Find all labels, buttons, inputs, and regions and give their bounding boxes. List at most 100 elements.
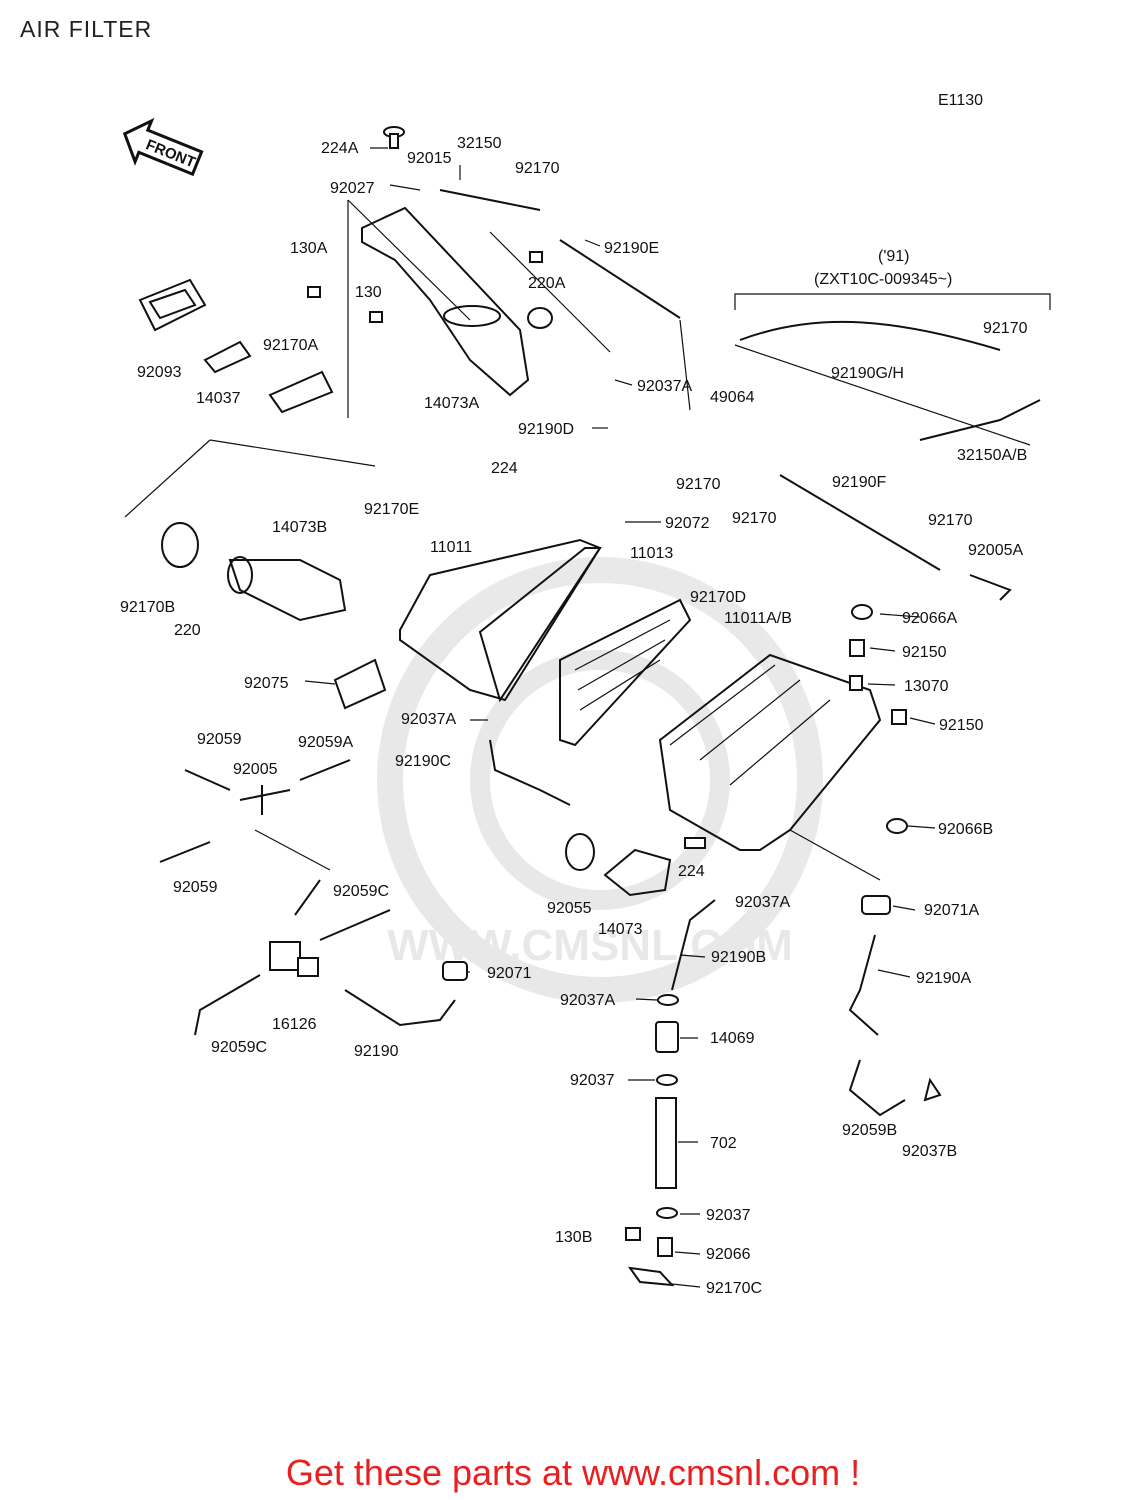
part-label: 92037 — [706, 1207, 751, 1224]
bolt-224A — [383, 126, 405, 149]
bolt-224-b — [684, 837, 706, 849]
hose-92059C-upper — [319, 909, 391, 941]
part-label: 92170 — [732, 510, 777, 527]
part-label: 92170 — [676, 476, 721, 493]
part-label: 92037 — [570, 1072, 615, 1089]
cap-92066B — [886, 818, 908, 834]
fitting-92150-b — [891, 709, 907, 725]
part-label: 92190F — [832, 474, 886, 491]
fitting-13070 — [849, 675, 863, 691]
part-label: 92170 — [928, 512, 973, 529]
part-label: 14069 — [710, 1030, 755, 1047]
cap-92066A — [851, 604, 873, 620]
variant-range: (ZXT10C-009345~) — [814, 271, 952, 288]
promo-footer-link[interactable]: Get these parts at www.cmsnl.com ! — [285, 1452, 861, 1493]
part-label: 92059A — [298, 734, 353, 751]
part-label: 92037A — [637, 378, 692, 395]
elbow-14073 — [603, 848, 672, 897]
bolt-130A — [307, 286, 321, 298]
part-label: 224 — [678, 863, 705, 880]
part-label: 92071 — [487, 965, 532, 982]
seal-92075 — [333, 658, 387, 710]
part-label: 92059 — [173, 879, 218, 896]
clamp-92037A-lower — [657, 994, 679, 1006]
part-label: 92059 — [197, 731, 242, 748]
valve-16126 — [269, 941, 319, 977]
part-label: 92190G/H — [831, 365, 904, 382]
hose-92059 — [184, 769, 231, 791]
fitting-92150-a — [849, 639, 865, 657]
filter-14069 — [655, 1021, 679, 1053]
joint-92005 — [239, 785, 291, 815]
page-title: AIR FILTER — [20, 16, 153, 42]
watermark-logo: WWW.CMSNL.COM — [377, 557, 823, 1003]
hose-92190B — [671, 899, 716, 991]
part-label: 92055 — [547, 900, 592, 917]
part-label: 92037A — [401, 711, 456, 728]
part-label: 92059C — [211, 1039, 267, 1056]
part-label: 92066B — [938, 821, 993, 838]
clamp-92037-b — [656, 1207, 678, 1219]
air-box-cover-11011 — [399, 538, 602, 703]
part-label: 11013 — [630, 545, 673, 562]
part-label: 32150A/B — [957, 447, 1027, 464]
part-label: 220 — [174, 622, 201, 639]
part-label: 92066A — [902, 610, 957, 627]
part-label: 11011 — [430, 539, 472, 556]
part-label: 13070 — [904, 678, 949, 695]
part-label: 224 — [491, 460, 518, 477]
air-box-case-11011A-B — [658, 653, 882, 851]
part-label: 92059C — [333, 883, 389, 900]
plug-92066 — [657, 1237, 673, 1257]
part-label: 130B — [555, 1229, 592, 1246]
pipe-short — [294, 879, 321, 916]
part-label: 92071A — [924, 902, 979, 919]
variant-year: ('91) — [878, 248, 910, 265]
part-label: 92027 — [330, 180, 375, 197]
part-label: 49064 — [710, 389, 755, 406]
part-label: 92170 — [515, 160, 560, 177]
part-label: 92190A — [916, 970, 971, 987]
part-label: 92059B — [842, 1122, 897, 1139]
hose-92190G-H — [739, 320, 1001, 351]
part-label: 92170 — [983, 320, 1028, 337]
part-label: 14073A — [424, 395, 479, 412]
part-label: 130 — [355, 284, 382, 301]
part-label: 92037B — [902, 1143, 957, 1160]
leader-lines — [304, 147, 936, 1288]
part-label: 92170E — [364, 501, 419, 518]
part-label: 92190C — [395, 753, 451, 770]
part-label: 92150 — [939, 717, 984, 734]
grommet-92071A — [861, 895, 891, 915]
part-label: 220A — [528, 275, 566, 292]
part-label: 92072 — [665, 515, 710, 532]
hose-92059C-lower — [194, 974, 261, 1036]
part-label: 92075 — [244, 675, 289, 692]
part-label: 16126 — [272, 1016, 317, 1033]
clamp-92170A — [268, 370, 334, 414]
bolt-220A — [529, 251, 543, 263]
variant-box: ('91) (ZXT10C-009345~) — [734, 248, 1051, 446]
o-ring-92055 — [565, 833, 595, 871]
part-label: 92005 — [233, 761, 278, 778]
air-duct-upper — [347, 199, 611, 418]
part-label: 92037A — [735, 894, 790, 911]
part-label: 14037 — [196, 390, 241, 407]
pipe-32150A-B — [919, 399, 1041, 441]
joint-92005A — [969, 574, 1012, 601]
hose-92190E — [559, 239, 681, 319]
pipe-702 — [655, 1097, 677, 1189]
part-label: 14073 — [598, 921, 643, 938]
clamp-92037-a — [656, 1074, 678, 1086]
hose-92190A — [848, 934, 879, 1036]
part-label: 92093 — [137, 364, 182, 381]
part-label: 32150 — [457, 135, 502, 152]
hose-92059-b — [159, 841, 211, 863]
part-label: 92170B — [120, 599, 175, 616]
part-label: 92170C — [706, 1280, 762, 1297]
front-arrow-icon: FRONT — [122, 117, 204, 177]
part-label: 92190E — [604, 240, 659, 257]
clip-92037B — [923, 1077, 942, 1102]
boot-14073B — [227, 556, 347, 622]
part-label: 14073B — [272, 519, 327, 536]
